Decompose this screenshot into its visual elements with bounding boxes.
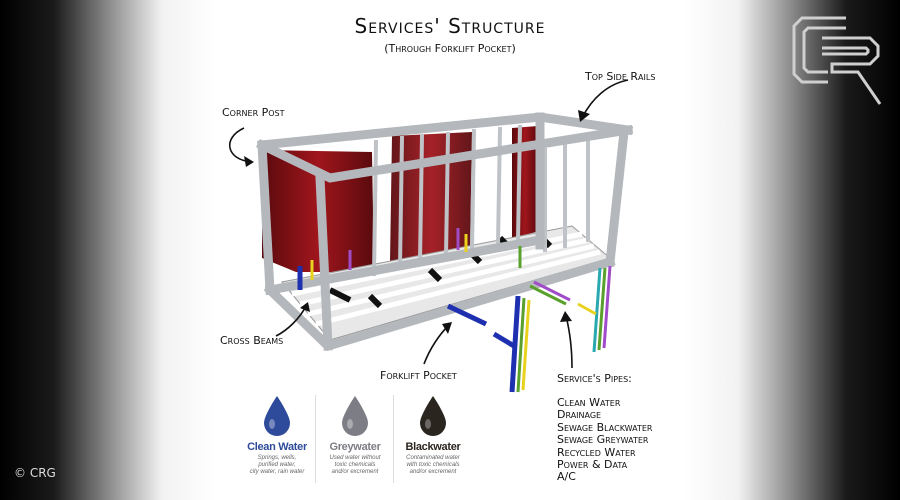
divider	[315, 395, 316, 483]
label-arrows	[228, 79, 629, 369]
water-drop-icon	[420, 396, 446, 436]
divider	[393, 395, 394, 483]
water-type-name: Greywater	[329, 441, 381, 453]
pipe-item: A/C	[557, 470, 576, 484]
cross-beams-label: Cross Beams	[220, 334, 284, 347]
container-frame	[255, 112, 634, 352]
pipe-item: Drainage	[557, 408, 602, 422]
corner-post-label: Corner Post	[222, 106, 285, 119]
crg-logo	[792, 16, 882, 105]
forklift-pocket-arrow	[423, 325, 449, 365]
pipe-item: Sewage Blackwater	[557, 420, 653, 434]
services-pipes-arrow	[565, 315, 573, 369]
top-side-rails-arrow	[581, 79, 629, 119]
top-side-rails-label: Top Side Rails	[585, 70, 656, 83]
diagram-title: Services' Structure	[354, 14, 546, 38]
water-type-name: Clean Water	[247, 441, 307, 453]
water-type-clean: Clean Water Springs, wells,purified wate…	[242, 395, 312, 476]
forklift-pocket-label: Forklift Pocket	[380, 369, 457, 382]
pipe-item: Power & Data	[557, 458, 628, 472]
corner-post-arrow	[228, 127, 253, 163]
services-pipes-list: Clean Water Drainage Sewage Blackwater S…	[557, 396, 653, 484]
water-type-desc: Springs, wells,purified water,city water…	[249, 455, 305, 475]
services-pipes-title: Service's Pipes:	[557, 372, 632, 385]
copyright-text: © CRG	[14, 466, 56, 480]
water-type-name: Blackwater	[405, 441, 461, 453]
diagram-subtitle: (Through Forklift Pocket)	[384, 42, 516, 55]
service-pipes	[297, 228, 612, 393]
pipe-item: Clean Water	[557, 396, 621, 409]
pipe-item: Sewage Greywater	[557, 433, 649, 447]
pipe-item: Recycled Water	[557, 445, 636, 459]
water-drop-icon	[264, 396, 290, 436]
water-drop-icon	[342, 396, 368, 436]
